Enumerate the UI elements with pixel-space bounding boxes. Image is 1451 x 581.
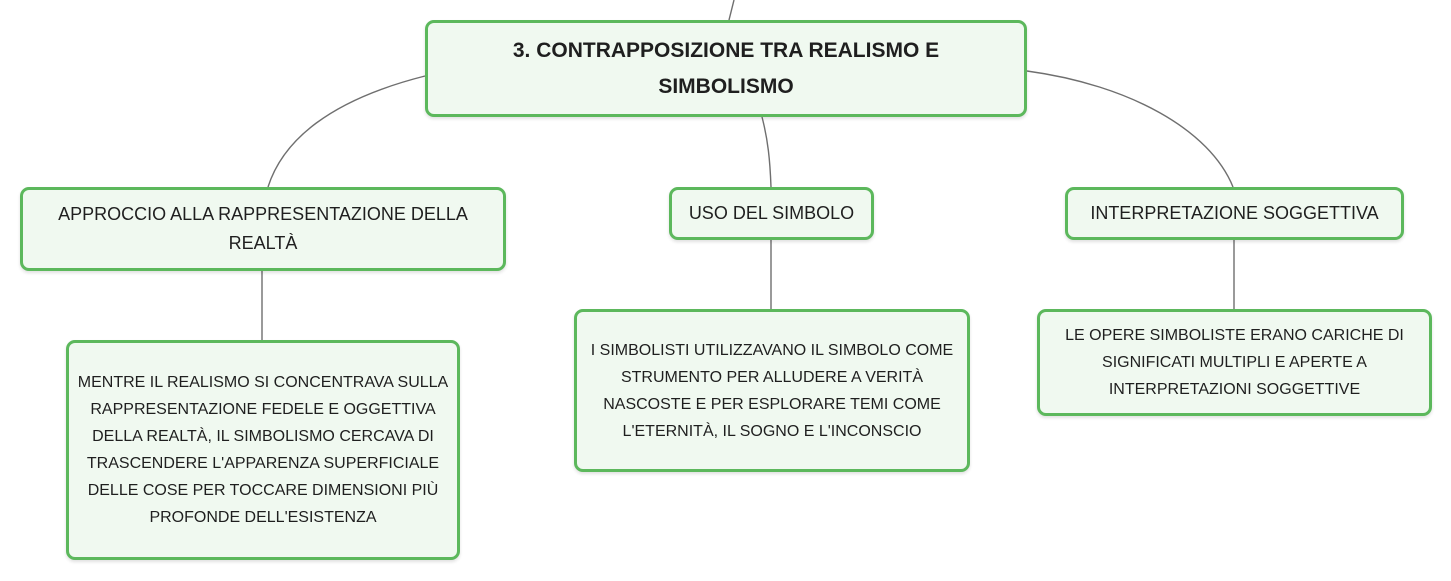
branch-node-approccio[interactable]: APPROCCIO ALLA RAPPRESENTAZIONE DELLA RE… bbox=[20, 187, 506, 271]
connector-parent-to-root bbox=[728, 0, 735, 21]
leaf-node-approccio[interactable]: MENTRE IL REALISMO SI CONCENTRAVA SULLA … bbox=[66, 340, 460, 560]
leaf-node-interpretazione[interactable]: LE OPERE SIMBOLISTE ERANO CARICHE DI SIG… bbox=[1037, 309, 1432, 416]
branch-node-label: USO DEL SIMBOLO bbox=[688, 203, 855, 223]
connector-root-to-branch-3 bbox=[1026, 70, 1234, 188]
leaf-node-text: I SIMBOLISTI UTILIZZAVANO IL SIMBOLO COM… bbox=[590, 341, 954, 440]
branch-node-uso-simbolo[interactable]: USO DEL SIMBOLO bbox=[669, 187, 874, 240]
branch-node-label: APPROCCIO ALLA RAPPRESENTAZIONE DELLA RE… bbox=[58, 204, 468, 253]
branch-node-label: INTERPRETAZIONE SOGGETTIVA bbox=[1090, 203, 1379, 223]
connector-root-to-branch-1 bbox=[267, 75, 426, 188]
root-node-label: 3. CONTRAPPOSIZIONE TRA REALISMO E SIMBO… bbox=[512, 38, 940, 98]
connector-root-to-branch-2 bbox=[761, 116, 772, 188]
leaf-node-uso-simbolo[interactable]: I SIMBOLISTI UTILIZZAVANO IL SIMBOLO COM… bbox=[574, 309, 970, 472]
leaf-node-text: MENTRE IL REALISMO SI CONCENTRAVA SULLA … bbox=[77, 374, 449, 526]
branch-node-interpretazione[interactable]: INTERPRETAZIONE SOGGETTIVA bbox=[1065, 187, 1404, 240]
leaf-node-text: LE OPERE SIMBOLISTE ERANO CARICHE DI SIG… bbox=[1065, 327, 1404, 398]
root-node[interactable]: 3. CONTRAPPOSIZIONE TRA REALISMO E SIMBO… bbox=[425, 20, 1027, 117]
